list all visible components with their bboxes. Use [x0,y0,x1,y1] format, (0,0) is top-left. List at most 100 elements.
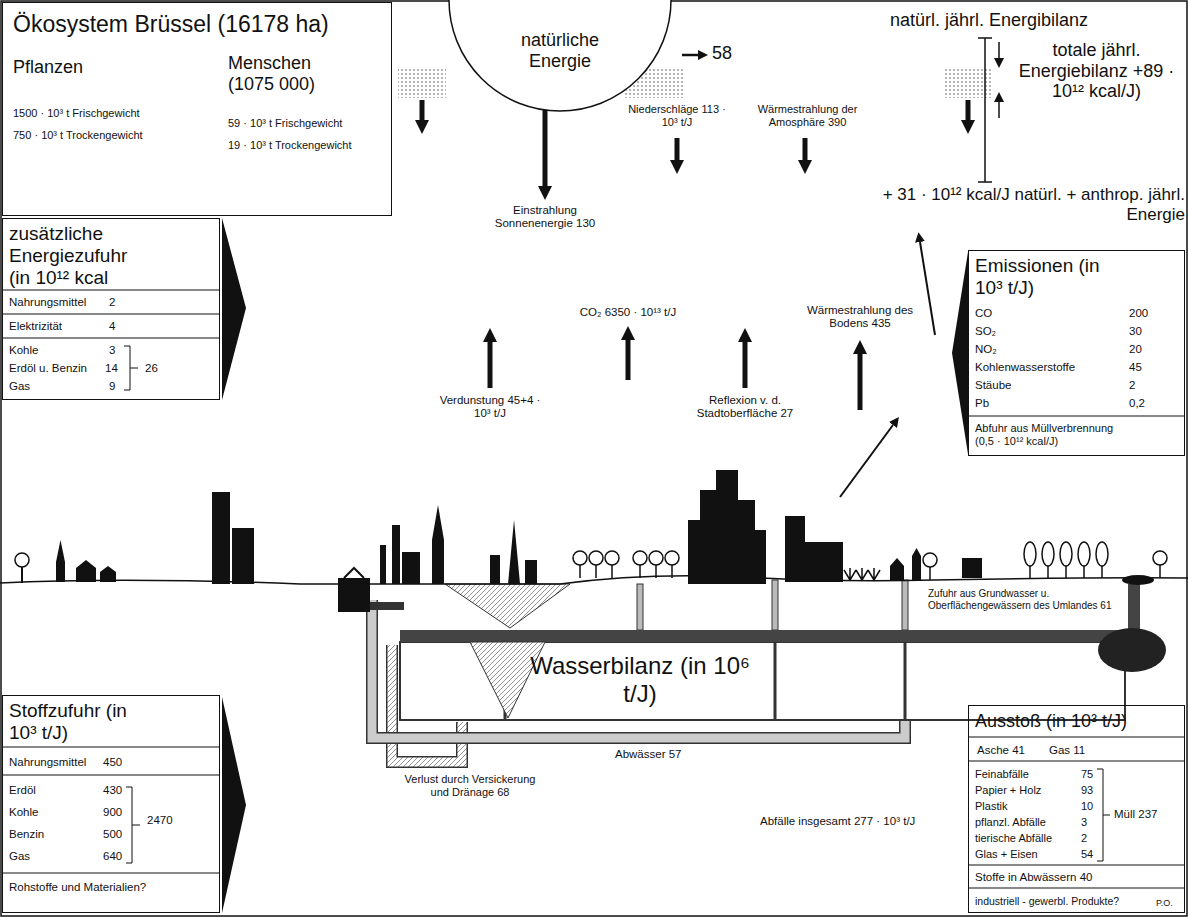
box-text: Gas [9,850,30,863]
tree-symbol [1159,564,1161,578]
tree-symbol [639,564,641,578]
table-box: Ausstoß (in 10³ t/J)Asche 41Gas 11Feinab… [968,705,1185,913]
box-heading: natürliche Energie [500,30,620,71]
water-pipe [1128,584,1140,634]
city-skyline [380,545,386,584]
tree-symbol [1096,542,1108,566]
box-text: 1500 · 10³ t Frischgewicht [13,107,140,120]
box-heading: Ökosystem Brüssel (16178 ha) [13,11,329,37]
box-text: 200 [1129,307,1148,320]
table-rule [2,747,220,748]
city-skyline [962,558,982,578]
city-skyline [912,548,921,556]
table-rule [968,865,1185,866]
water-pipe [400,642,1125,720]
city-skyline [0,576,1188,584]
water-pipe [774,642,777,720]
city-skyline [748,530,766,584]
box-text: 14 [105,362,118,375]
balance-bracket [998,102,1000,118]
input-wedge [222,218,246,400]
water-pipe [445,584,570,628]
box-text: Nahrungsmittel [9,296,86,309]
box-text: Rohstoffe und Materialien? [9,881,146,894]
water-pipe [637,584,643,630]
box-text: Erdöl u. Benzin [9,362,87,375]
box-text: 75 [1081,768,1093,781]
section-heading: Wasserbilanz (in 10⁶ t/J) [520,652,760,707]
balance-bracket [978,37,992,39]
water-pipe [904,642,907,720]
flow-label: Verdunstung 45+4 · 10³ t/J [430,394,550,420]
tree-symbol [923,553,937,567]
tree-symbol [605,551,619,565]
energy-arrow [840,425,893,497]
table-rule [2,314,220,315]
table-box: Emissionen (in 10³ t/J)CO200SO₂30NO₂20Ko… [968,250,1185,456]
table-rule [2,873,220,874]
box-text: pflanzl. Abfälle [975,816,1046,829]
water-pipe [1098,628,1166,672]
box-text: Gas [9,380,30,393]
tree-symbol [611,564,613,578]
water-pipe [772,580,778,630]
flow-label: Wärmestrahlung des Bodens 435 [805,304,915,330]
energy-arrow [543,100,548,186]
box-text: 0,2 [1129,397,1145,410]
water-pipe [392,645,462,762]
box-text: 450 [103,756,122,769]
stipple-cloud [398,68,446,98]
table-rule [1097,769,1110,861]
balance-bracket [998,42,1000,58]
table-rule [2,775,220,776]
water-pipe [902,580,908,630]
box-text: 3 [1081,816,1087,829]
city-skyline [785,516,805,582]
tree-symbol [573,551,587,565]
flow-label: + 31 · 10¹² kcal/J natürl. + anthrop. jä… [850,185,1185,224]
box-text: Asche 41 [977,744,1025,757]
energy-arrow [488,342,493,388]
box-text: Stoffe in Abwässern 40 [975,871,1092,884]
tree-symbol [1060,542,1072,566]
water-pipe [338,578,370,612]
city-skyline [21,566,23,583]
city-skyline [890,558,904,580]
box-text: Glas + Eisen [975,848,1038,861]
city-skyline [525,560,537,584]
table-box: zusätzliche Energiezufuhr (in 10¹² kcalN… [2,218,220,400]
tree-symbol [856,568,868,580]
box-text: 2 [1081,832,1087,845]
flow-label: Wärmestrahlung der Amosphäre 390 [745,103,870,128]
box-text: tierische Abfälle [975,832,1052,845]
city-skyline [232,528,254,584]
tree-symbol [868,568,880,580]
box-text: 2 [1129,379,1135,392]
energy-arrow [675,138,680,160]
energy-arrow [626,340,631,380]
city-skyline [432,505,444,540]
energy-arrow [803,138,808,160]
box-text: 2 [109,296,115,309]
box-text: CO [975,307,992,320]
tree-symbol [595,564,597,578]
water-pipe [368,602,404,610]
box-text: 640 [103,850,122,863]
box-text: 3 [109,344,115,357]
city-skyline [432,540,444,584]
table-rule [2,290,1185,888]
box-text: Pb [975,397,989,410]
city-skyline [0,470,1188,585]
balance-bracket [978,38,999,182]
box-text: 59 · 10³ t Frischgewicht [228,117,342,130]
energy-arrow [743,342,748,388]
water-pipe [338,568,1166,762]
city-skyline [212,492,230,584]
city-skyline [1122,575,1154,585]
table-rule [124,346,138,390]
energy-semicircle: natürliche Energie [448,0,672,112]
tree-symbol [573,542,1167,580]
balance-bracket [978,181,992,183]
box-text: Müll 237 [1114,808,1157,821]
